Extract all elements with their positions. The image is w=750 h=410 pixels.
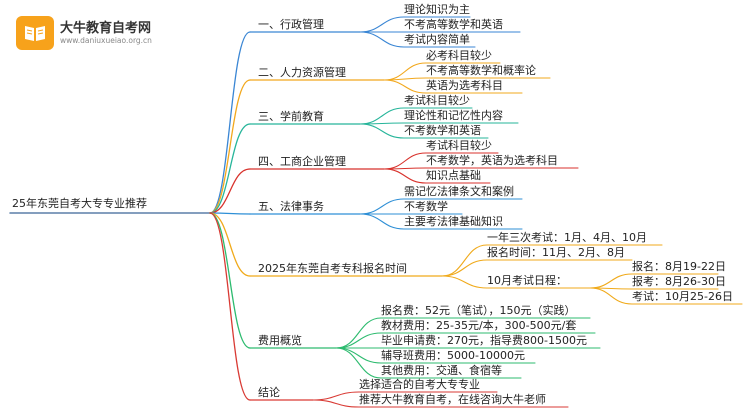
leaf-preschool-1: 考试科目较少: [404, 94, 470, 107]
connector-preschool: [209, 123, 251, 214]
branch-fee-overview: 费用概览: [258, 334, 302, 347]
connector-registration: [209, 212, 251, 277]
branch-hr-management: 二、人力资源管理: [258, 66, 346, 79]
leaf-law-3: 主要考法律基础知识: [404, 215, 503, 228]
connector-october-1: [589, 273, 633, 289]
connector-conclusion-leaf-1: [312, 391, 360, 401]
leaf-business-3: 知识点基础: [426, 169, 481, 182]
leaf-registration-2: 报名时间：11月、2月、8月: [487, 246, 625, 259]
connector-hr-leaf-3: [383, 79, 427, 94]
connector-preschool-leaf-3: [359, 123, 405, 139]
connector-hr: [209, 79, 251, 214]
leaf-preschool-3: 不考数学和英语: [404, 124, 481, 137]
leaf-admin-3: 考试内容简单: [404, 33, 470, 46]
connector-fees: [209, 212, 251, 349]
connector-conclusion-leaf-2: [312, 399, 360, 408]
leaf-hr-1: 必考科目较少: [426, 49, 492, 62]
leaf-admin-2: 不考高等数学和英语: [404, 18, 503, 31]
leaf-law-1: 需记忆法律条文和案例: [404, 185, 514, 198]
branch-business-management: 四、工商企业管理: [258, 155, 346, 168]
branch-conclusion: 结论: [258, 386, 280, 399]
connector-hr-leaf-1: [383, 62, 427, 81]
leaf-october-schedule: 10月考试日程：: [487, 274, 567, 287]
leaf-fee-4: 辅导班费用：5000-10000元: [381, 349, 525, 362]
leaf-fee-5: 其他费用：交通、食宿等: [381, 364, 502, 377]
connector-october-3: [589, 287, 633, 305]
leaf-preschool-2: 理论性和记忆性内容: [404, 109, 503, 122]
leaf-business-1: 考试科目较少: [426, 139, 492, 152]
branch-legal-affairs: 五、法律事务: [258, 200, 324, 213]
leaf-registration-1: 一年三次考试：1月、4月、10月: [487, 231, 647, 244]
connector-law: [209, 212, 251, 215]
connector-fees-leaf-2: [335, 332, 382, 349]
connector-admin-leaf-3: [359, 31, 405, 48]
branch-registration-time: 2025年东莞自考专科报名时间: [258, 262, 407, 275]
leaf-hr-3: 英语为选考科目: [426, 79, 503, 92]
connector-registration-leaf-3: [441, 275, 488, 289]
leaf-fee-3: 毕业申请费：270元，指导费800-1500元: [381, 334, 587, 347]
connector-preschool-leaf-1: [359, 107, 405, 125]
leaf-admin-1: 理论知识为主: [404, 3, 470, 16]
connector-admin: [209, 31, 251, 214]
root-topic: 25年东莞自考大专专业推荐: [12, 197, 147, 210]
leaf-fee-1: 报名费：52元（笔试），150元（实践）: [381, 304, 576, 317]
connector-law-leaf-3: [359, 213, 405, 230]
connector-law-leaf-1: [359, 198, 405, 215]
connector-business: [209, 168, 251, 214]
connector-admin-leaf-1: [359, 16, 405, 33]
leaf-october-apply: 报考：8月26-30日: [632, 275, 726, 288]
connector-business-leaf-3: [383, 168, 427, 184]
leaf-law-2: 不考数学: [404, 200, 448, 213]
logo-title: 大牛教育自考网: [60, 21, 152, 36]
book-icon: [16, 16, 54, 50]
leaf-october-register: 报名：8月19-22日: [632, 260, 726, 273]
connector-registration-leaf-2: [441, 259, 488, 277]
leaf-fee-2: 教材费用：25-35元/本，300-500元/套: [381, 319, 577, 332]
leaf-hr-2: 不考高等数学和概率论: [426, 64, 536, 77]
connector-conclusion: [209, 212, 251, 401]
connector-business-leaf-1: [383, 152, 427, 170]
leaf-business-2: 不考数学，英语为选考科目: [426, 154, 558, 167]
leaf-conclusion-2: 推荐大牛教育自考，在线咨询大牛老师: [359, 393, 546, 406]
leaf-october-exam: 考试：10月25-26日: [632, 290, 733, 303]
branch-preschool-education: 三、学前教育: [258, 110, 324, 123]
leaf-conclusion-1: 选择适合的自考大专专业: [359, 378, 480, 391]
logo-url: www.daniuxueiao.org.cn: [60, 36, 152, 45]
connector-fees-leaf-5: [335, 347, 382, 379]
logo: 大牛教育自考网 www.daniuxueiao.org.cn: [16, 14, 166, 54]
connector-fees-leaf-4: [335, 347, 382, 364]
branch-admin-management: 一、行政管理: [258, 18, 324, 31]
